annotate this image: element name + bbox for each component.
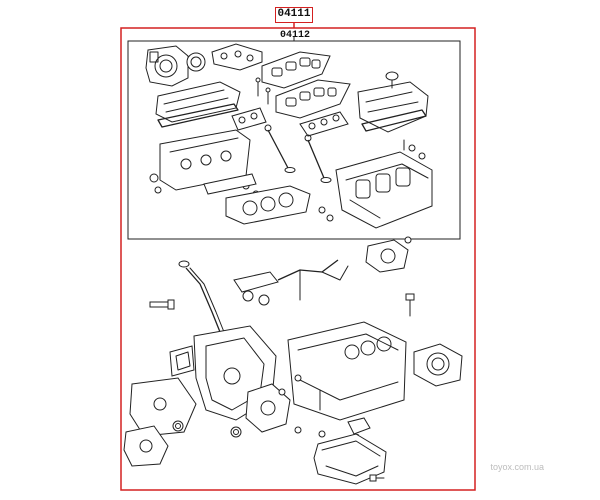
bolt-left xyxy=(149,299,175,310)
outer-frame xyxy=(120,27,476,491)
oil-pan xyxy=(313,433,387,485)
oil-pump xyxy=(245,383,291,433)
valves xyxy=(264,124,332,183)
watermark: toyox.com.ua xyxy=(490,462,544,472)
timing-cover-gasket xyxy=(169,345,195,377)
front-bolt xyxy=(405,293,415,317)
small-seals-lower xyxy=(172,374,326,438)
cylinder-block xyxy=(287,321,407,421)
throttle-body xyxy=(145,45,189,87)
valve-cover-gasket-right xyxy=(361,109,427,132)
small-studs-upper xyxy=(255,77,271,105)
rear-cover-left xyxy=(129,377,197,437)
thermostat-housing xyxy=(365,236,412,273)
intake-manifold-gasket-upper xyxy=(261,51,331,89)
head-gasket-small xyxy=(203,173,257,195)
main-kit-code: 04111 xyxy=(275,7,313,23)
dipstick xyxy=(178,260,225,333)
rear-main-seal xyxy=(413,343,463,387)
oil-filter-bracket xyxy=(123,425,169,467)
intake-plenum-gasket xyxy=(211,43,263,71)
sub-kit-code: 04112 xyxy=(279,30,310,41)
throttle-gasket-ring xyxy=(186,52,206,72)
water-outlet-hoses xyxy=(233,259,349,306)
valve-cover-left xyxy=(155,81,241,123)
valve-cover-gasket-left xyxy=(157,103,239,128)
intake-port-gaskets xyxy=(231,107,349,137)
cylinder-block-upper xyxy=(335,151,433,229)
pan-bolt-right xyxy=(369,474,385,482)
cylinder-head-gasket xyxy=(225,185,311,225)
intake-manifold-gasket-lower xyxy=(275,79,351,119)
block-studs-upper xyxy=(318,139,426,222)
